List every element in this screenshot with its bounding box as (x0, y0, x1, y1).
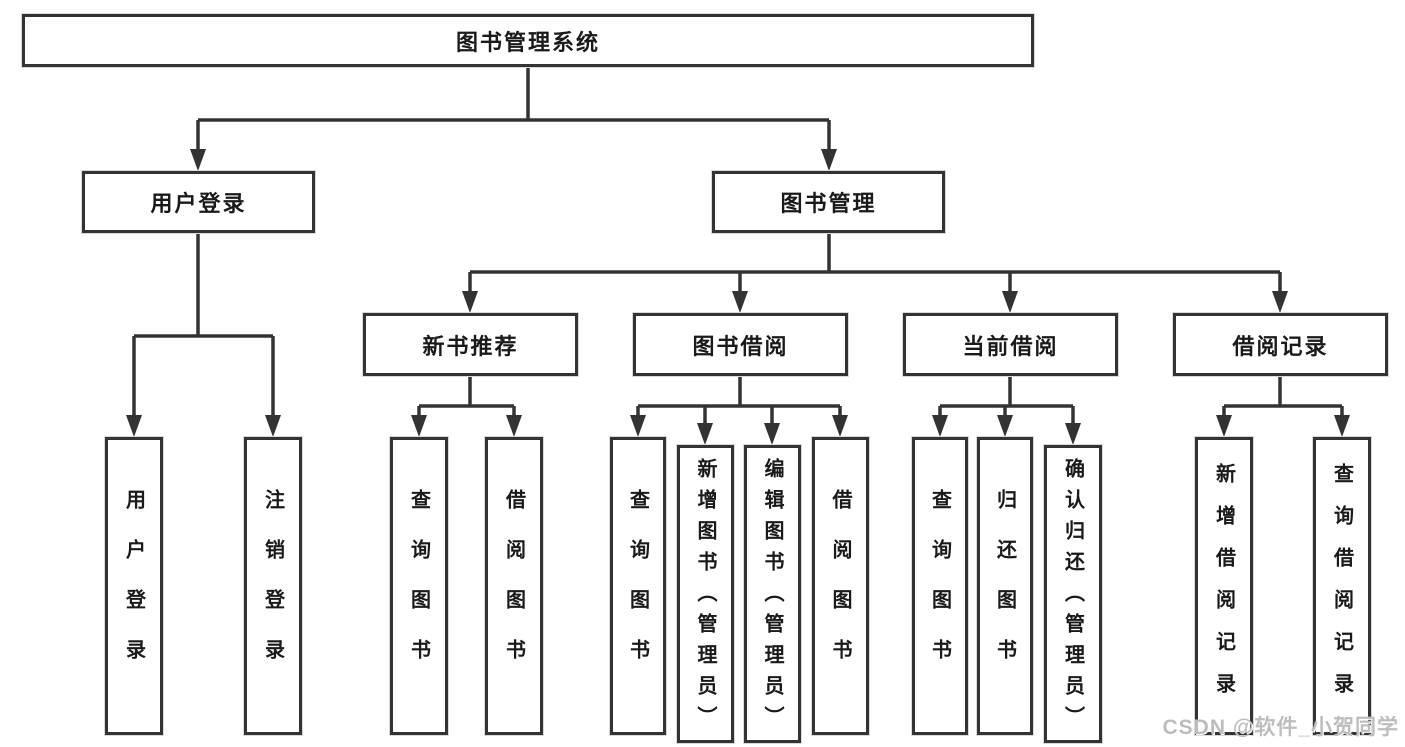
leaf-query-borrow-record: 查询借阅记录 (1313, 437, 1371, 735)
leaf-edit-books-admin: 编辑图书（管理员） (744, 445, 801, 743)
leaf-borrow-books-recommend: 借阅图书 (485, 437, 543, 735)
arrowheads (126, 149, 1350, 445)
connector-branch-book-management (468, 233, 1282, 292)
node-book-borrow: 图书借阅 (633, 313, 848, 376)
leaf-borrow-books: 借阅图书 (812, 437, 869, 735)
connector-branch-new-book (417, 376, 516, 416)
node-book-management: 图书管理 (712, 171, 945, 233)
node-borrow-records: 借阅记录 (1173, 313, 1388, 376)
leaf-logout: 注销登录 (244, 437, 302, 735)
connector-branch-borrow-records (1222, 376, 1344, 416)
node-root: 图书管理系统 (22, 14, 1034, 67)
leaf-add-books-admin: 新增图书（管理员） (677, 445, 734, 743)
leaf-query-books-recommend: 查询图书 (390, 437, 448, 735)
leaf-user-login: 用户登录 (105, 437, 163, 735)
connector-branch-current-borrow (938, 376, 1075, 424)
leaf-confirm-return-admin: 确认归还（管理员） (1044, 445, 1102, 743)
leaf-query-books-current: 查询图书 (912, 437, 968, 735)
watermark-text: CSDN @软件_小贺同学 (1162, 716, 1399, 739)
connector-branch-book-borrow (636, 376, 842, 424)
leaf-query-books-borrow: 查询图书 (610, 437, 666, 735)
node-user-login: 用户登录 (82, 171, 315, 233)
connector-branch-user-login (132, 233, 275, 416)
node-current-borrow: 当前借阅 (903, 313, 1118, 376)
node-new-book-recommend: 新书推荐 (363, 313, 578, 376)
leaf-return-books: 归还图书 (977, 437, 1033, 735)
leaf-add-borrow-record: 新增借阅记录 (1195, 437, 1253, 735)
